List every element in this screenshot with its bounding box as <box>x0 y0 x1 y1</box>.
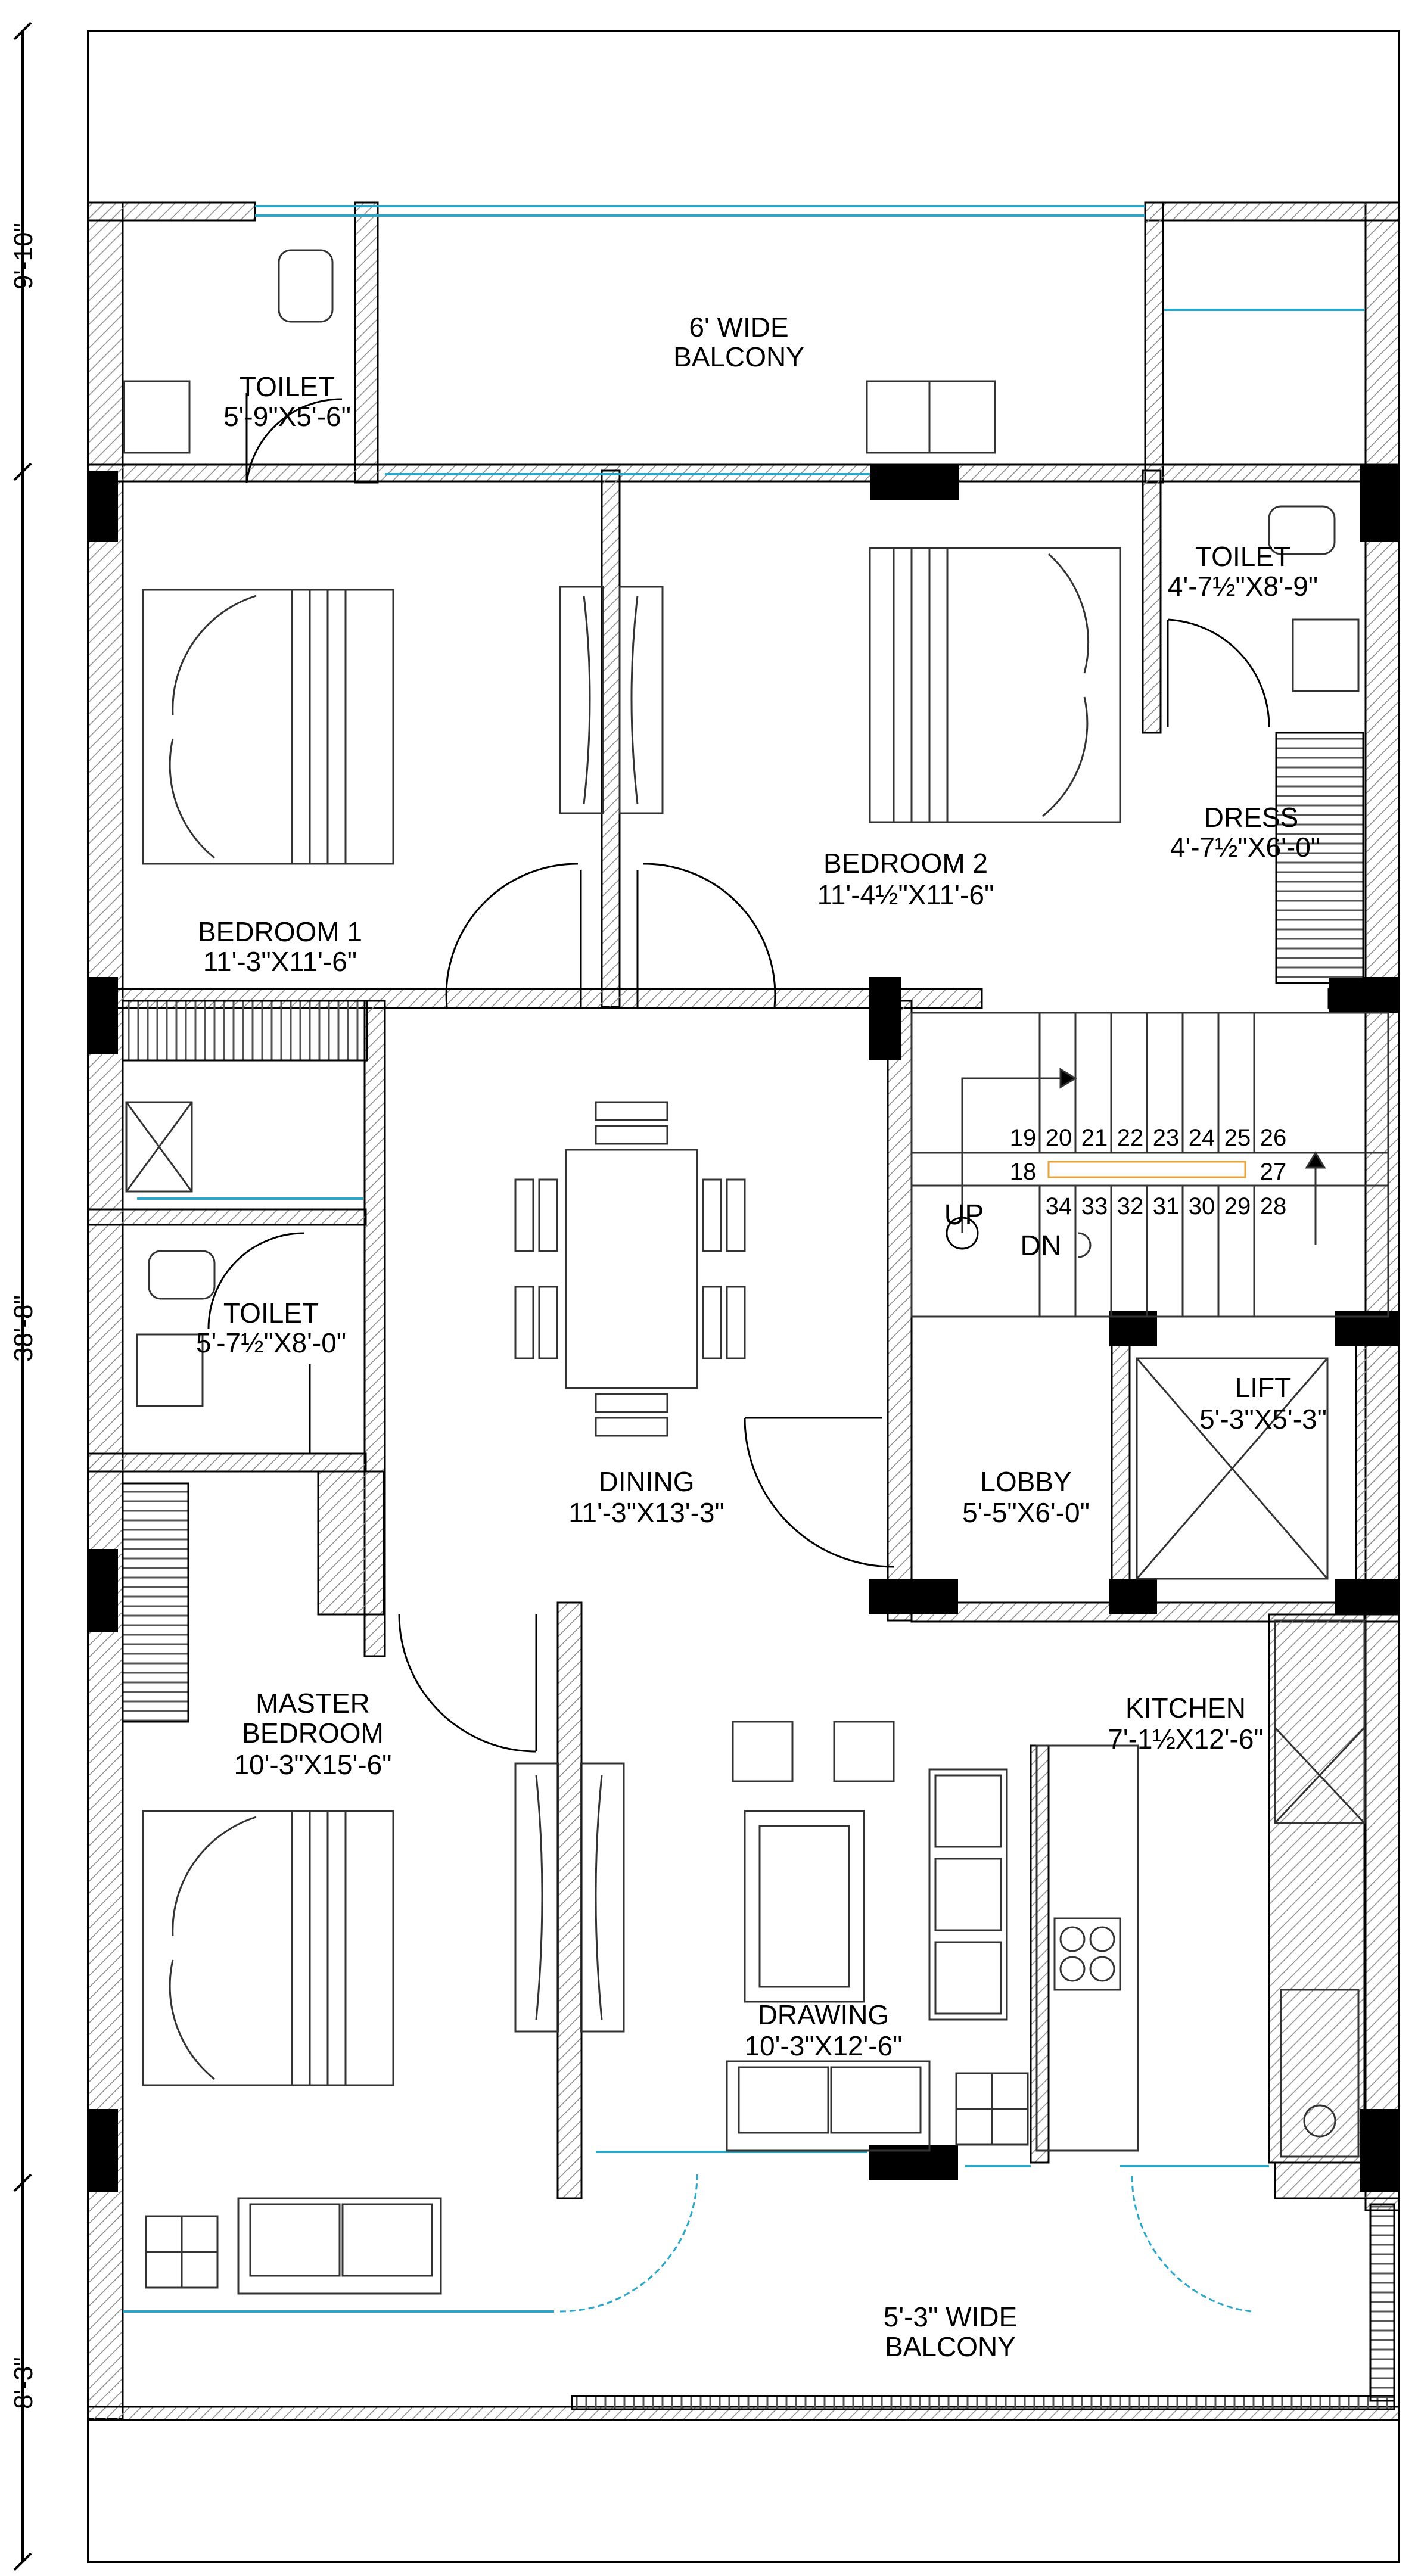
master-sofa <box>145 2197 442 2295</box>
balcony-railing <box>571 2395 1395 2410</box>
up-marker <box>946 1217 979 1250</box>
dress-size: 4'-7½"X6'-0" <box>1170 832 1320 863</box>
toilet-top-right-name: TOILET <box>1195 541 1290 572</box>
stair-numbers: 19 20 21 22 23 24 25 26 18 27 34 33 32 3… <box>944 1125 1287 1262</box>
bed-master <box>142 1810 394 2086</box>
master-bedroom-name: MASTER <box>256 1688 370 1719</box>
stair-down-label: DN <box>1020 1230 1061 1262</box>
stair-step: 25 <box>1224 1125 1251 1151</box>
kitchen-counter <box>1035 1619 1366 2158</box>
kitchen-size: 7'-1½X12'-6" <box>1108 1723 1264 1754</box>
room-labels: 6' WIDE BALCONY TOILET 5'-9"X5'-6" TOILE… <box>196 312 1327 2362</box>
bed-bedroom1 <box>142 589 394 865</box>
lobby-name: LOBBY <box>980 1466 1071 1497</box>
stair-step: 34 <box>1046 1193 1072 1219</box>
toilet-top-right-size: 4'-7½"X8'-9" <box>1168 571 1318 602</box>
bedroom2-name: BEDROOM 2 <box>823 848 988 879</box>
bed-bedroom2 <box>869 547 1121 823</box>
dim-top: 9'-10" <box>9 223 38 290</box>
stair-step: 20 <box>1046 1125 1072 1151</box>
toilet-top-left-name: TOILET <box>240 371 335 402</box>
dim-bottom: 8'-3" <box>9 2357 38 2409</box>
balcony-railing-side <box>1369 2203 1395 2402</box>
balcony-door-swings <box>559 2174 1252 2313</box>
balcony-top-name: 6' WIDE <box>689 312 788 343</box>
bedroom1-name: BEDROOM 1 <box>198 916 362 947</box>
ac-unit <box>866 380 996 454</box>
bedroom2-size: 11'-4½"X11'-6" <box>817 879 994 910</box>
dining-table <box>514 1101 746 1437</box>
stair-step: 31 <box>1153 1193 1180 1219</box>
dining-size: 11'-3"X13'-3" <box>568 1497 724 1528</box>
dimension-line <box>13 21 32 2571</box>
stair-step: 29 <box>1224 1193 1251 1219</box>
balcony-bottom-name: 5'-3" WIDE <box>884 2301 1017 2332</box>
stair-step: 21 <box>1081 1125 1108 1151</box>
bedroom1-size: 11'-3"X11'-6" <box>203 946 357 977</box>
wardrobe-dress <box>1275 732 1364 984</box>
dim-middle: 38'-8" <box>9 1295 38 1362</box>
wardrobe-master <box>122 1482 189 1723</box>
stair-step: 32 <box>1117 1193 1144 1219</box>
staircase <box>910 1012 1389 1318</box>
stair-step: 28 <box>1260 1193 1287 1219</box>
stair-step: 30 <box>1189 1193 1215 1219</box>
stair-step: 19 <box>1010 1125 1037 1151</box>
dress-name: DRESS <box>1204 802 1298 833</box>
stair-handrail <box>1047 1161 1246 1178</box>
stair-step: 27 <box>1260 1159 1287 1185</box>
stair-step: 24 <box>1189 1125 1215 1151</box>
stair-step: 26 <box>1260 1125 1287 1151</box>
wardrobe-bedroom1 <box>122 1000 368 1062</box>
drawing-furniture <box>726 1721 1029 2152</box>
stair-step: 33 <box>1081 1193 1108 1219</box>
toilet-top-left-size: 5'-9"X5'-6" <box>223 401 351 432</box>
balcony-bottom-name2: BALCONY <box>885 2331 1016 2362</box>
balcony-top-name2: BALCONY <box>673 341 804 372</box>
structural-columns <box>88 465 1399 2192</box>
master-bedroom-size: 10'-3"X15'-6" <box>234 1749 391 1780</box>
dining-name: DINING <box>599 1466 695 1497</box>
kitchen-name: KITCHEN <box>1125 1693 1246 1723</box>
drawing-size: 10'-3"X12'-6" <box>744 2030 902 2061</box>
toilet-mid-name: TOILET <box>223 1298 319 1329</box>
stair-step: 22 <box>1117 1125 1144 1151</box>
stair-up-label: UP <box>944 1199 984 1231</box>
drawing-name: DRAWING <box>758 1999 890 2030</box>
toilet-fixtures <box>123 249 1360 1407</box>
lift-shaft <box>1136 1357 1329 1580</box>
windows <box>123 205 1364 2313</box>
stair-step: 18 <box>1010 1159 1037 1185</box>
lobby-size: 5'-5"X6'-0" <box>962 1497 1090 1528</box>
toilet-mid-size: 5'-7½"X8'-0" <box>196 1327 346 1358</box>
lift-name: LIFT <box>1235 1372 1292 1403</box>
door-swings <box>207 393 1270 1753</box>
master-bedroom-name2: BEDROOM <box>242 1718 384 1749</box>
lift-size: 5'-3"X5'-3" <box>1199 1404 1327 1435</box>
side-tables <box>514 586 664 2033</box>
stair-step: 23 <box>1153 1125 1180 1151</box>
